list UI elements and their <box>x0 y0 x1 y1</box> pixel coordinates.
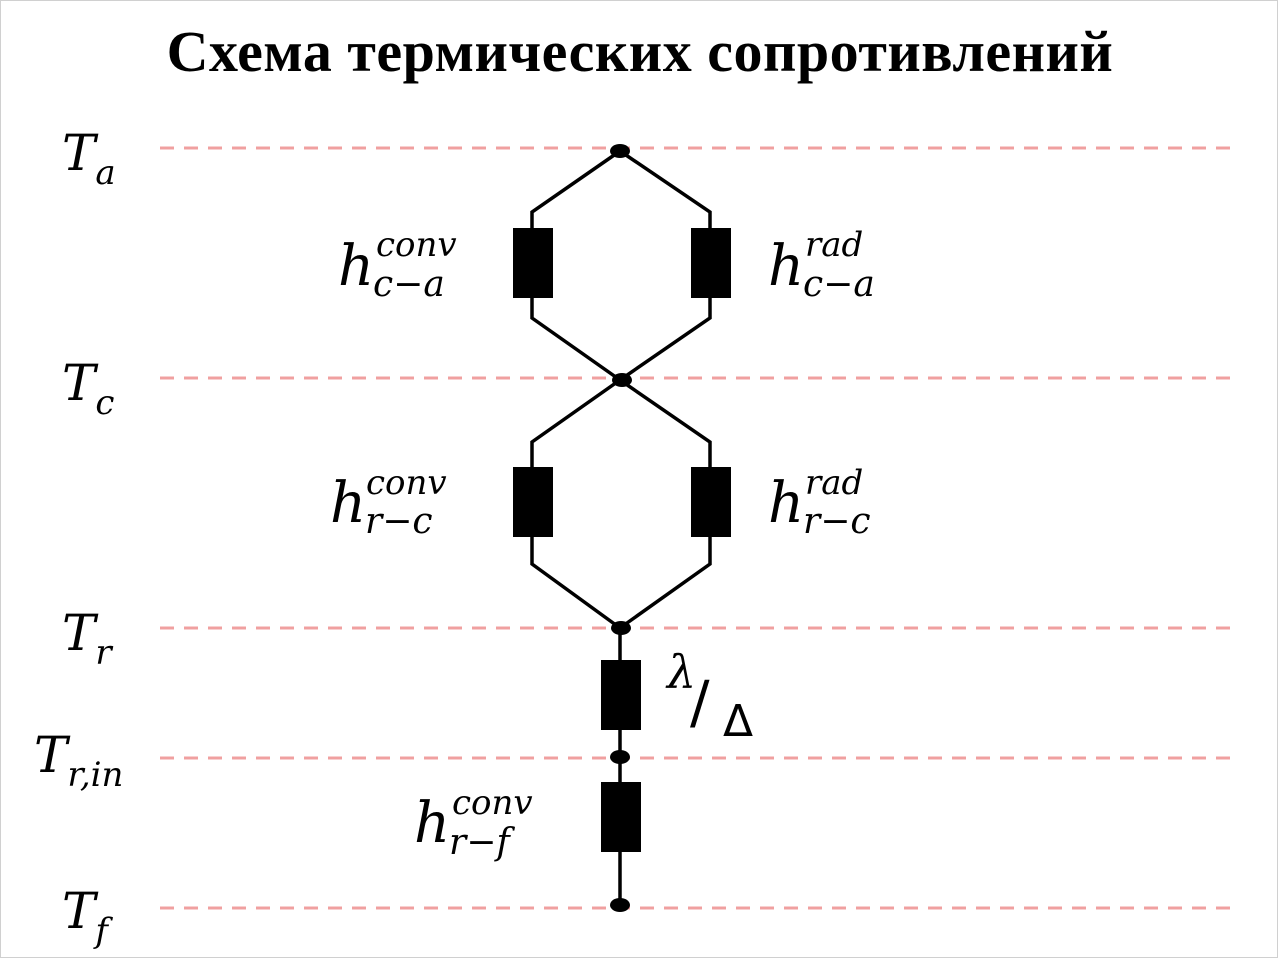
node-ta <box>610 144 630 158</box>
node-trin <box>610 750 630 764</box>
diagram-title: Схема термических сопротивлений <box>166 19 1114 84</box>
svg-text:rad: rad <box>805 225 863 265</box>
resistor-lambda-delta <box>601 660 641 730</box>
svg-text:Δ: Δ <box>723 696 753 747</box>
svg-text:conv: conv <box>366 463 447 503</box>
svg-text:r−c: r−c <box>365 501 433 542</box>
resistor-hconv-ca <box>513 228 553 298</box>
svg-text:h: h <box>768 471 804 536</box>
node-tf <box>610 898 630 912</box>
svg-text:h: h <box>338 234 374 299</box>
svg-text:λ: λ <box>665 645 696 699</box>
svg-text:r−f: r−f <box>449 822 515 863</box>
level-label-ta: Ta <box>62 124 116 193</box>
svg-text:h: h <box>330 471 366 536</box>
svg-text:c−a: c−a <box>373 264 445 305</box>
level-label-tf: Tf <box>62 882 113 951</box>
circuit-nodes <box>610 144 632 912</box>
svg-text:h: h <box>768 234 804 299</box>
svg-text:/: / <box>690 668 710 736</box>
svg-text:rad: rad <box>805 463 863 503</box>
resistor-labels: h conv c−a h rad c−a h conv r−c h rad r−… <box>330 225 875 863</box>
svg-text:conv: conv <box>376 225 457 265</box>
resistor-hrad-ca <box>691 228 731 298</box>
label-hrad-rc: h rad r−c <box>768 463 871 542</box>
level-label-tr: Tr <box>62 604 113 673</box>
label-hconv-rc: h conv r−c <box>330 463 447 542</box>
resistor-hconv-rc <box>513 467 553 537</box>
label-hconv-rf: h conv r−f <box>414 783 533 863</box>
svg-text:c−a: c−a <box>803 264 875 305</box>
resistor-blocks <box>513 228 731 852</box>
node-tc <box>612 373 632 387</box>
svg-text:h: h <box>414 791 450 856</box>
node-tr <box>611 621 631 635</box>
level-label-trin: Tr,in <box>34 726 123 795</box>
level-lines <box>160 146 1230 910</box>
level-label-tc: Tc <box>62 354 114 423</box>
resistor-hconv-rf <box>601 782 641 852</box>
svg-text:r−c: r−c <box>803 501 871 542</box>
label-hconv-ca: h conv c−a <box>338 225 457 305</box>
resistor-hrad-rc <box>691 467 731 537</box>
label-hrad-ca: h rad c−a <box>768 225 875 305</box>
level-labels: Ta Tc Tr Tr,in Tf <box>34 124 123 951</box>
svg-text:conv: conv <box>452 783 533 823</box>
label-lambda-delta: λ / Δ <box>665 645 753 747</box>
